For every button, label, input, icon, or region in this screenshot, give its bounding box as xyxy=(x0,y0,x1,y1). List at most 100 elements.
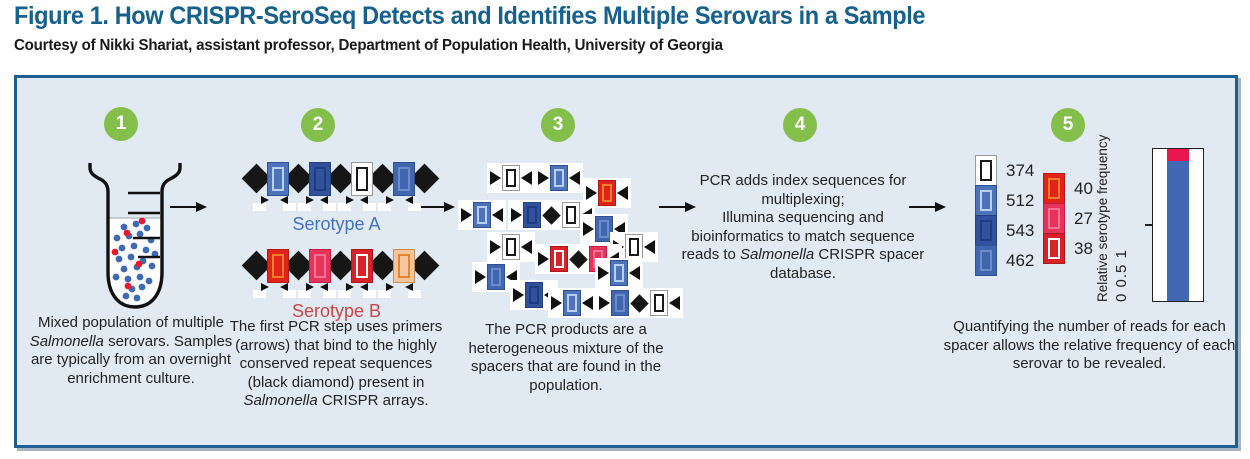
pcr-product xyxy=(458,200,506,230)
bacterium-dot xyxy=(135,260,143,268)
spacer-icon xyxy=(975,245,997,276)
bacterium-dot xyxy=(118,244,126,252)
primer-arrow-icon xyxy=(377,196,394,211)
relative-frequency-bar-chart xyxy=(1145,148,1204,302)
spacer-inner-outline xyxy=(614,264,624,282)
step-2-caption: The first PCR step uses primers (arrows)… xyxy=(225,318,447,411)
bacterium-dot xyxy=(113,234,121,242)
bacterium-dot xyxy=(138,283,146,291)
read-count-row: 512 xyxy=(975,185,1034,216)
spacer-icon xyxy=(392,248,415,283)
spacer-icon xyxy=(611,290,629,316)
primer-arrow-icon xyxy=(279,196,296,211)
primer-arrow-icon xyxy=(337,283,354,298)
left-triangle-icon xyxy=(629,266,640,280)
primer-arrowhead xyxy=(404,283,413,291)
spacer-icon xyxy=(650,290,668,316)
bacterium-dot xyxy=(120,265,128,273)
spacer-icon xyxy=(473,202,491,228)
primer-body xyxy=(362,290,376,298)
primer-body xyxy=(337,290,351,298)
bacterium-dot xyxy=(136,230,144,238)
bacterium-dot xyxy=(127,253,135,261)
primer-arrowhead xyxy=(385,196,394,204)
primer-arrowhead xyxy=(319,196,328,204)
read-count-row: 374 xyxy=(975,155,1034,186)
serotype-arrays: Serotype A Serotype B xyxy=(239,161,440,322)
primer-row xyxy=(242,282,432,299)
chart-y-tick-labels: 0 0.5 1 xyxy=(1113,249,1130,302)
spacer-inner-outline xyxy=(477,206,487,224)
serotype-label: Serotype A xyxy=(292,214,381,234)
chart-y-axis-label: Relative serotype frequency xyxy=(1095,134,1110,302)
primer-arrow-icon xyxy=(252,283,269,298)
right-triangle-icon xyxy=(538,171,549,185)
read-count-value: 40 xyxy=(1074,178,1093,198)
spacer-inner-outline xyxy=(313,166,326,191)
read-count-value: 27 xyxy=(1074,208,1093,228)
read-count-value: 374 xyxy=(1006,160,1035,180)
primer-arrow-icon xyxy=(279,283,296,298)
arrow-right-icon xyxy=(659,202,696,212)
bar-segment-serotype-b xyxy=(1167,149,1189,162)
pcr-product xyxy=(596,288,683,318)
primer-body xyxy=(297,203,311,211)
primer-arrowhead xyxy=(404,196,413,204)
primer-arrow-icon xyxy=(297,196,314,211)
right-triangle-icon xyxy=(538,252,549,266)
spacer-inner-outline xyxy=(1048,238,1060,259)
serotype-b-block: Serotype B xyxy=(239,248,440,322)
spacer-icon xyxy=(308,248,331,283)
primer-arrowhead xyxy=(279,283,288,291)
spacer-icon xyxy=(1043,203,1065,234)
spacer-inner-outline xyxy=(554,250,564,268)
primer-body xyxy=(282,290,296,298)
spacer-inner-outline xyxy=(599,220,609,238)
spacer-inner-outline xyxy=(602,184,612,202)
pcr-product xyxy=(508,200,595,230)
spacer-inner-outline xyxy=(527,206,537,224)
read-count-row: 462 xyxy=(975,245,1034,276)
left-triangle-icon xyxy=(617,186,628,200)
caption-segment: Salmonella xyxy=(243,392,318,410)
read-count-value: 512 xyxy=(1006,190,1035,210)
bacterium-dot xyxy=(130,242,138,250)
bacterium-dot xyxy=(112,273,120,281)
figure-title: Figure 1. How CRISPR-SeroSeq Detects and… xyxy=(14,2,926,30)
pcr-product xyxy=(595,258,643,288)
spacer-icon xyxy=(502,165,520,191)
primer-arrowhead xyxy=(305,196,314,204)
pcr-product xyxy=(487,232,535,262)
spacer-inner-outline xyxy=(980,250,992,271)
spacer-inner-outline xyxy=(271,253,284,278)
primer-arrow-icon xyxy=(297,283,314,298)
left-triangle-icon xyxy=(492,208,503,222)
caption-segment: Salmonella xyxy=(29,332,104,350)
stacked-bar xyxy=(1167,149,1189,301)
serotype-label: Serotype B xyxy=(291,301,382,321)
arrow-right-icon xyxy=(418,202,455,212)
spacer-inner-outline xyxy=(397,166,410,191)
primer-body xyxy=(337,203,351,211)
left-triangle-icon xyxy=(669,296,680,310)
primer-body xyxy=(377,290,391,298)
pcr-product xyxy=(487,163,535,193)
spacer-icon xyxy=(350,161,373,196)
spacer-icon xyxy=(502,234,520,260)
primer-arrowhead xyxy=(345,196,354,204)
spacer-icon xyxy=(610,260,628,286)
primer-arrowhead xyxy=(359,196,368,204)
bar-segment-serotype-a xyxy=(1167,161,1189,301)
read-count-value: 38 xyxy=(1074,238,1093,258)
primer-arrow-icon xyxy=(404,196,421,211)
primer-arrowhead xyxy=(279,196,288,204)
primer-body xyxy=(407,290,421,298)
spacer-inner-outline xyxy=(313,253,326,278)
primer-arrow-icon xyxy=(359,283,376,298)
right-triangle-icon xyxy=(461,208,472,222)
read-count-value: 543 xyxy=(1006,220,1035,240)
spacer-icon xyxy=(975,155,997,186)
read-count-row: 38 xyxy=(1043,233,1093,264)
primer-body xyxy=(297,290,311,298)
step-4-text: PCR adds index sequences for multiplexin… xyxy=(679,172,927,284)
